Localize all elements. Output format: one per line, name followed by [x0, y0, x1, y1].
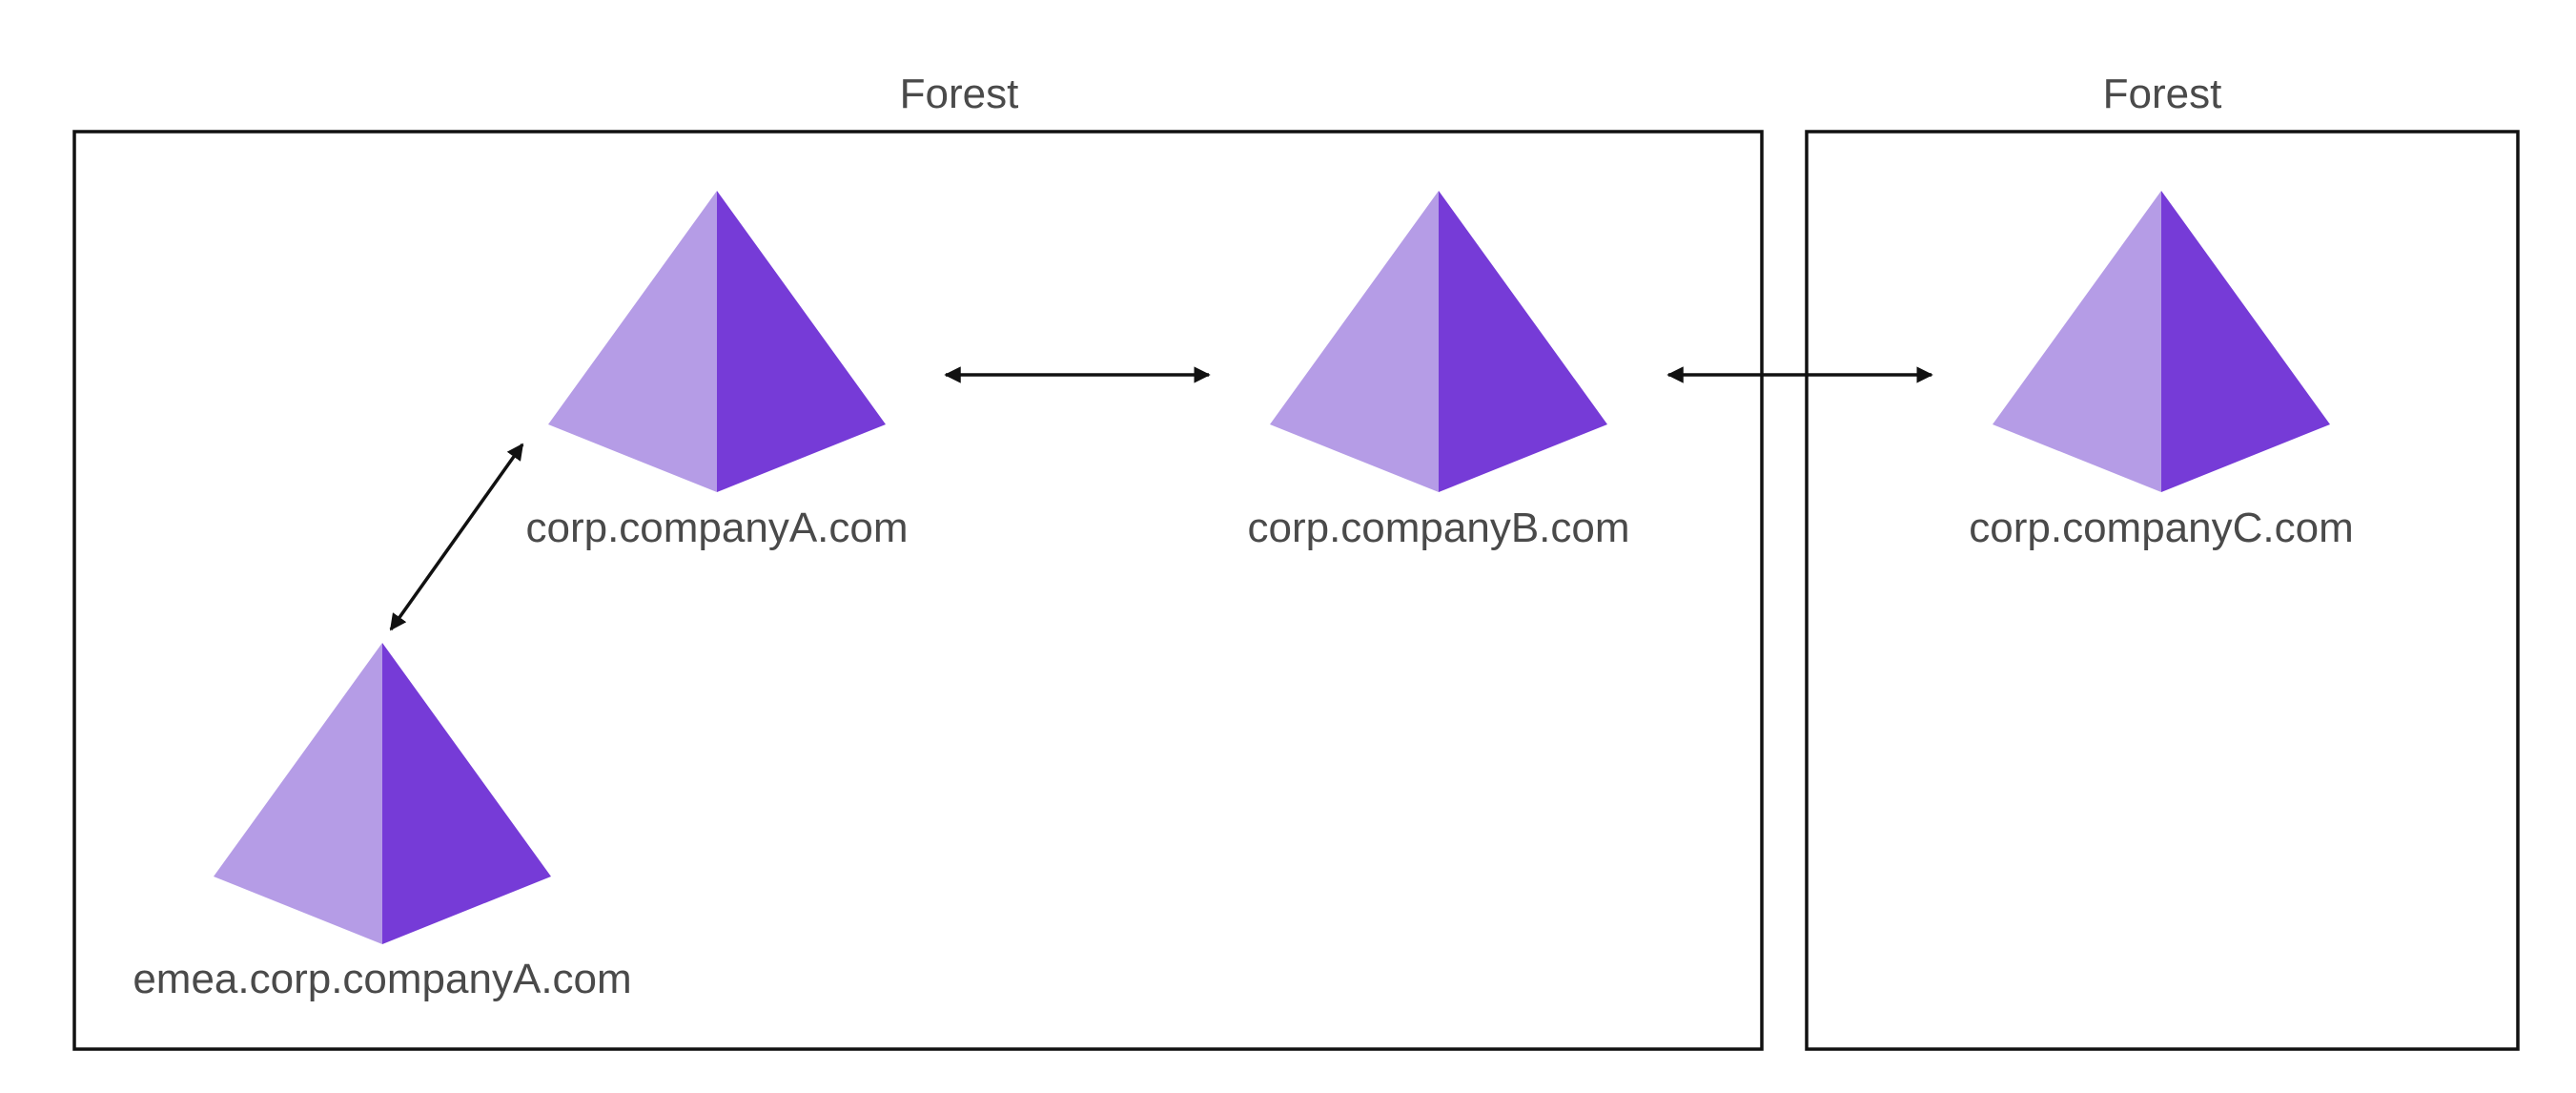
pyramid-right-face [1439, 191, 1607, 492]
pyramid-left-face [1993, 191, 2161, 492]
forest-1-title: Forest [900, 71, 1019, 117]
domain-node-corp-companyc: corp.companyC.com [1969, 191, 2354, 551]
pyramid-right-face [382, 643, 551, 944]
domain-pyramid-icon [548, 191, 886, 492]
pyramid-left-face [548, 191, 717, 492]
trust-arrow-a-emea [389, 443, 524, 631]
pyramid-right-face [717, 191, 886, 492]
domain-node-corp-companyb: corp.companyB.com [1247, 191, 1630, 551]
domain-label-corp-companya: corp.companyA.com [525, 505, 908, 551]
pyramid-right-face [2161, 191, 2330, 492]
domain-pyramid-icon [1993, 191, 2330, 492]
domain-pyramid-icon [214, 643, 551, 944]
forest-2-title: Forest [2103, 71, 2222, 117]
domain-node-corp-companya: corp.companyA.com [525, 191, 909, 551]
forest-1: Forest [72, 71, 1764, 1051]
forest-1-frame [72, 130, 1764, 1051]
domain-label-corp-companyc: corp.companyC.com [1969, 505, 2353, 551]
forest-2-frame [1805, 130, 2520, 1051]
domain-pyramid-icon [1270, 191, 1607, 492]
pyramid-left-face [1270, 191, 1439, 492]
domain-label-emea-corp-companya: emea.corp.companyA.com [133, 956, 631, 1002]
pyramid-left-face [214, 643, 382, 944]
domain-node-emea-corp-companya: emea.corp.companyA.com [133, 643, 632, 1002]
domain-label-corp-companyb: corp.companyB.com [1247, 505, 1629, 551]
forest-2: Forest [1805, 71, 2520, 1051]
